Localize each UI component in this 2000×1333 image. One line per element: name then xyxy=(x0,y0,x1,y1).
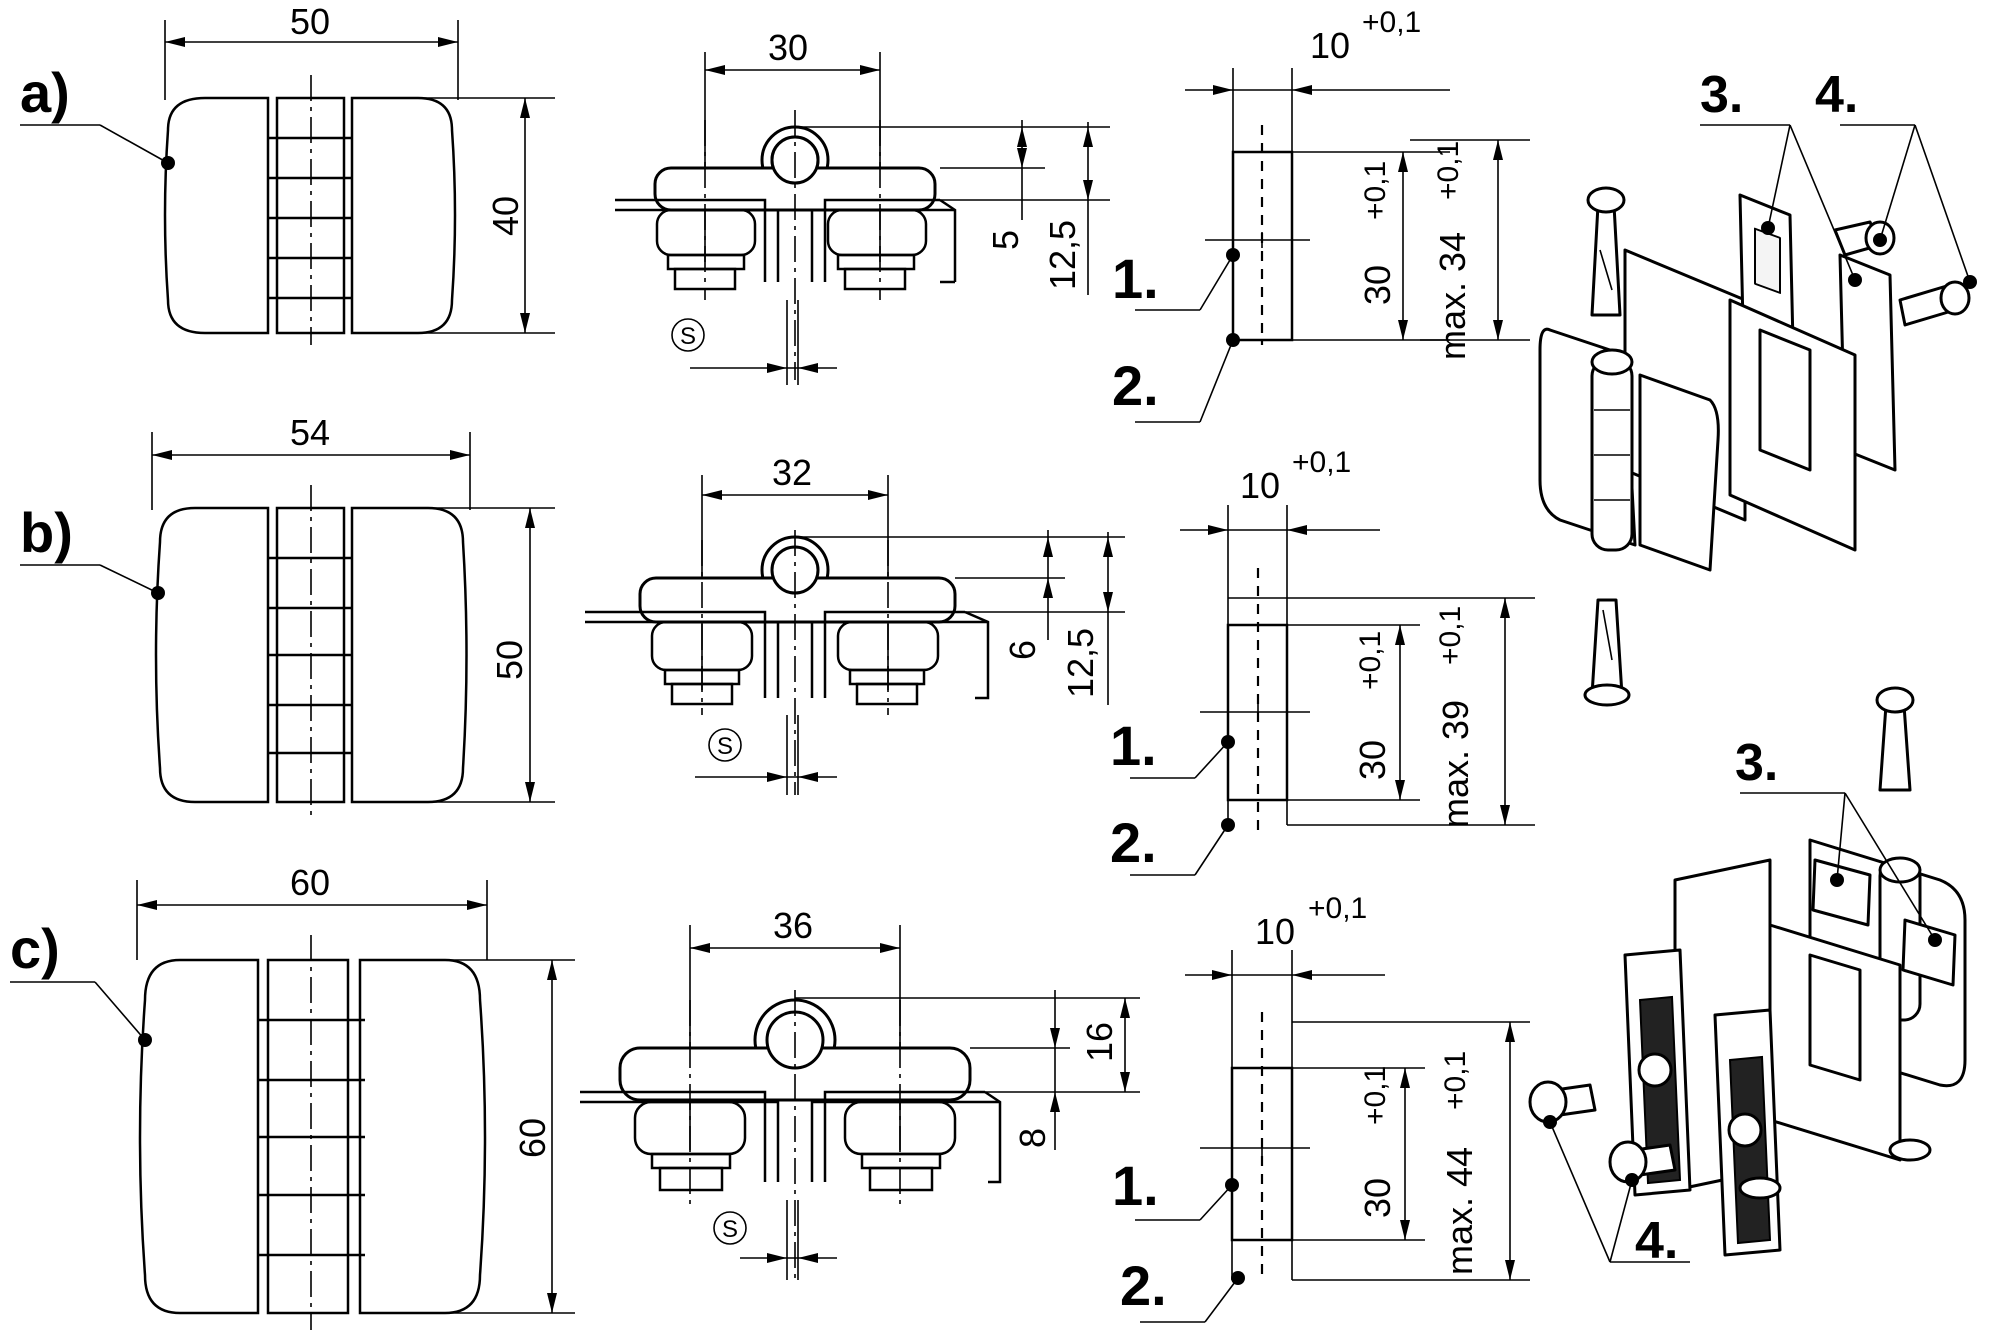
variant-a-dim-small: 5 xyxy=(985,230,1026,250)
variant-c-width: 60 xyxy=(290,862,330,903)
variant-b-slot-view: 10 +0,1 30 +0,1 max. 39 +0,1 1. 2. xyxy=(1110,446,1535,876)
variant-a-height: 40 xyxy=(485,196,526,236)
isometric-view-top: 3. 4. xyxy=(1538,66,1977,1092)
variant-c-label: c) xyxy=(10,917,60,980)
variant-a-slot-view: 10 +0,1 30 +0,1 max. 34 +0,1 1. 2. xyxy=(1112,6,1530,423)
variant-c-dim-small: 8 xyxy=(1012,1128,1053,1148)
variant-a-dim-large: 12,5 xyxy=(1042,220,1083,290)
iso-bottom-callout-3: 3. xyxy=(1735,734,1778,792)
variant-b-front-view: 54 50 b) xyxy=(20,412,555,815)
variant-b-callout-1: 1. xyxy=(1110,714,1157,777)
variant-b-hole-spacing: 32 xyxy=(772,452,812,493)
variant-c-dim-large: 16 xyxy=(1079,1022,1120,1062)
variant-c-front-view: 60 60 c) xyxy=(10,862,575,1330)
variant-b-max-tol: +0,1 xyxy=(1434,606,1467,665)
variant-a-slot-length: 30 xyxy=(1357,265,1398,305)
variant-a-callout-2: 2. xyxy=(1112,354,1159,417)
variant-b-dim-small: 6 xyxy=(1002,640,1043,660)
variant-b-section-view: 32 S 6 12,5 xyxy=(585,452,1125,795)
variant-a-section-view: 30 S 5 12,5 xyxy=(615,27,1110,385)
variant-b-slot-length: 30 xyxy=(1352,740,1393,780)
variant-b-width: 54 xyxy=(290,412,330,453)
variant-a-max-tol: +0,1 xyxy=(1432,141,1465,200)
variant-a-front-view: 50 40 a) xyxy=(20,1,555,345)
iso-top-callout-4: 4. xyxy=(1815,66,1858,124)
variant-a-s-mark: S xyxy=(680,323,696,350)
variant-a-slot-offset-tol: +0,1 xyxy=(1362,6,1421,39)
variant-a-hole-spacing: 30 xyxy=(768,27,808,68)
variant-c-callout-1: 1. xyxy=(1112,1154,1159,1217)
isometric-view-bottom: 3. 4. xyxy=(1528,686,1967,1270)
variant-a-slot-offset: 10 xyxy=(1310,25,1350,66)
variant-c-max: max. 44 xyxy=(1439,1147,1480,1275)
iso-bottom-callout-4: 4. xyxy=(1635,1212,1678,1270)
variant-c-slot-length: 30 xyxy=(1357,1178,1398,1218)
variant-c-callout-2: 2. xyxy=(1120,1254,1167,1317)
variant-c-hole-spacing: 36 xyxy=(773,905,813,946)
variant-c-s-mark: S xyxy=(722,1216,738,1243)
variant-b-slot-length-tol: +0,1 xyxy=(1354,631,1387,690)
variant-b-label: b) xyxy=(20,501,73,564)
variant-b-height: 50 xyxy=(489,640,530,680)
variant-c-slot-offset-tol: +0,1 xyxy=(1308,892,1367,925)
variant-b-slot-offset-tol: +0,1 xyxy=(1292,446,1351,479)
variant-a-max: max. 34 xyxy=(1432,232,1473,360)
variant-c-slot-offset: 10 xyxy=(1255,911,1295,952)
variant-a-callout-1: 1. xyxy=(1112,247,1159,310)
variant-c-section-view: 36 S 16 8 xyxy=(580,905,1140,1280)
variant-b-dim-large: 12,5 xyxy=(1060,628,1101,698)
variant-b-s-mark: S xyxy=(717,733,733,760)
variant-a-label: a) xyxy=(20,61,70,124)
variant-c-max-tol: +0,1 xyxy=(1439,1051,1472,1110)
iso-top-callout-3: 3. xyxy=(1700,66,1743,124)
variant-c-slot-view: 10 +0,1 30 +0,1 max. 44 +0,1 1. 2. xyxy=(1112,892,1530,1323)
variant-c-height: 60 xyxy=(512,1118,553,1158)
variant-a-width: 50 xyxy=(290,1,330,42)
variant-a-slot-length-tol: +0,1 xyxy=(1359,161,1392,220)
variant-b-max: max. 39 xyxy=(1435,700,1476,828)
variant-b-slot-offset: 10 xyxy=(1240,465,1280,506)
variant-b-callout-2: 2. xyxy=(1110,811,1157,874)
variant-c-slot-length-tol: +0,1 xyxy=(1359,1066,1392,1125)
